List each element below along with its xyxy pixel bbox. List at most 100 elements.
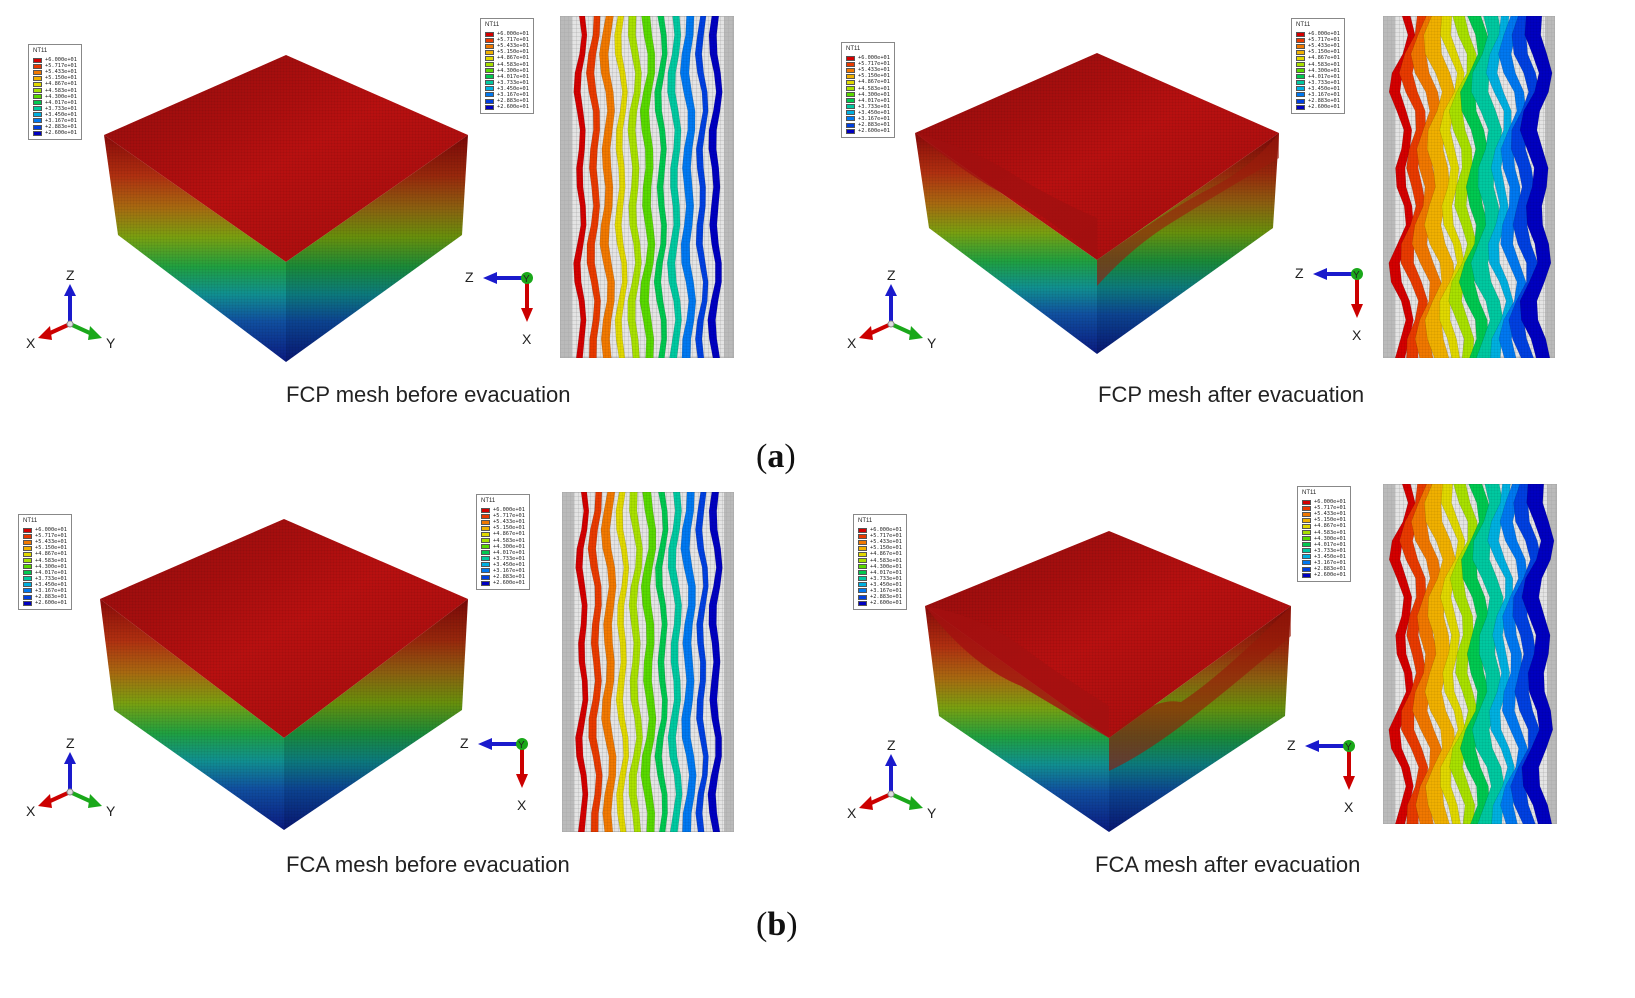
legend-swatch	[23, 588, 32, 594]
legend-value: +4.300e+01	[1308, 67, 1340, 74]
legend-title: NT11	[858, 518, 873, 524]
slice-strip-mesh	[575, 492, 589, 832]
legend-value: +6.000e+01	[1314, 499, 1346, 506]
legend-value: +5.433e+01	[45, 69, 77, 76]
legend-row: +3.733e+01	[858, 576, 902, 582]
legend-row: +2.883e+01	[481, 574, 525, 580]
legend-swatch	[1302, 517, 1311, 523]
legend-value: +2.883e+01	[497, 98, 529, 105]
legend-title: NT11	[846, 46, 861, 52]
triad-slice: YZX	[465, 269, 533, 347]
legend-swatch	[1302, 548, 1311, 554]
legend-row: +4.867e+01	[481, 531, 525, 537]
legend-title: NT11	[485, 22, 500, 28]
triad-slice: YZX	[1295, 265, 1363, 343]
slice-strip-mesh	[1423, 16, 1456, 358]
y-axis-dot-icon	[1343, 740, 1355, 752]
legend-swatch	[485, 62, 494, 68]
slice-view	[562, 492, 734, 832]
legend-row: +4.867e+01	[33, 81, 77, 87]
legend-value: +6.000e+01	[1308, 31, 1340, 38]
legend-row: +3.167e+01	[846, 116, 890, 122]
slice-strip-mesh	[1399, 16, 1428, 358]
z-arrow-icon	[64, 752, 76, 764]
legend-value: +5.717e+01	[497, 37, 529, 44]
legend-swatch	[23, 594, 32, 600]
legend-swatch	[1302, 554, 1311, 560]
slice-strip-mesh	[1388, 16, 1416, 358]
legend-swatch	[1296, 92, 1305, 98]
legend-value: +5.717e+01	[858, 61, 890, 68]
z-arrow-icon	[64, 284, 76, 296]
legend-value: +2.600e+01	[870, 600, 902, 607]
legend-row: +5.433e+01	[481, 519, 525, 525]
z-label: Z	[66, 735, 75, 751]
legend-row: +4.867e+01	[23, 551, 67, 557]
legend-row: +3.167e+01	[33, 118, 77, 124]
legend-row: +5.150e+01	[846, 73, 890, 79]
legend-row: +2.600e+01	[481, 580, 525, 586]
x-axis-line	[868, 792, 892, 806]
legend-swatch	[33, 106, 42, 112]
legend-value: +2.600e+01	[45, 130, 77, 137]
legend-value: +4.017e+01	[493, 549, 525, 556]
legend-row: +3.450e+01	[858, 582, 902, 588]
legend-swatch	[1296, 104, 1305, 110]
triad-slice: YZX	[1287, 737, 1355, 815]
y-label: Y	[106, 335, 116, 351]
slice-strip-mesh	[1486, 16, 1514, 358]
y-label: Y	[927, 805, 937, 821]
legend-row: +6.000e+01	[23, 527, 67, 533]
legend-row: +3.733e+01	[23, 576, 67, 582]
legend-row: +3.450e+01	[846, 110, 890, 116]
legend-swatch	[1302, 572, 1311, 578]
legend-value: +4.017e+01	[1308, 73, 1340, 80]
legend-swatch	[23, 527, 32, 533]
legend-value: +4.300e+01	[493, 543, 525, 550]
x-arrow-icon	[516, 774, 528, 788]
legend-row: +4.583e+01	[846, 85, 890, 92]
legend-row: +4.300e+01	[481, 544, 525, 550]
legend-value: +4.867e+01	[35, 551, 67, 558]
legend-row: +2.883e+01	[846, 122, 890, 128]
x-label: X	[847, 805, 857, 821]
legend-value: +3.733e+01	[493, 555, 525, 562]
legend-value: +3.450e+01	[870, 581, 902, 588]
legend-row: +6.000e+01	[485, 31, 529, 37]
legend-swatch	[23, 576, 32, 582]
legend-value: +4.017e+01	[35, 569, 67, 576]
legend-row: +3.167e+01	[1296, 92, 1340, 98]
legend-value: +5.717e+01	[1308, 37, 1340, 44]
legend-row: +4.867e+01	[858, 551, 902, 557]
legend-value: +4.017e+01	[1314, 541, 1346, 548]
legend-row: +5.433e+01	[1302, 511, 1346, 517]
legend-value: +6.000e+01	[870, 527, 902, 534]
legend-title: NT11	[33, 48, 48, 54]
slice-strip-mesh	[573, 16, 587, 358]
legend-row: +5.433e+01	[858, 539, 902, 545]
slice-strip-mesh	[1459, 16, 1490, 358]
origin-dot	[887, 320, 895, 328]
legend-value: +5.150e+01	[858, 73, 890, 80]
legend-row: +4.583e+01	[481, 537, 525, 544]
legend-row: +4.867e+01	[846, 79, 890, 85]
legend-swatch	[846, 98, 855, 104]
legend-swatch	[1302, 560, 1311, 566]
slice-edge-right	[724, 492, 734, 832]
cube-mesh	[915, 53, 1279, 354]
slice-strip-mesh	[667, 16, 682, 358]
legend-value: +4.300e+01	[1314, 535, 1346, 542]
slice-strip-mesh	[1448, 16, 1477, 358]
legend-value: +3.167e+01	[493, 567, 525, 574]
legend-swatch	[481, 562, 490, 568]
legend-value: +4.867e+01	[870, 551, 902, 558]
slice-strip-mesh	[654, 492, 669, 832]
legend-value: +3.450e+01	[45, 111, 77, 118]
legend-value: +5.150e+01	[497, 49, 529, 56]
legend-row: +3.450e+01	[1302, 554, 1346, 560]
slice-edge-left	[560, 16, 572, 358]
legend-row: +5.150e+01	[33, 75, 77, 81]
legend-row: +5.433e+01	[33, 69, 77, 75]
legend-row: +4.017e+01	[858, 570, 902, 576]
legend-row: +5.150e+01	[1302, 517, 1346, 523]
